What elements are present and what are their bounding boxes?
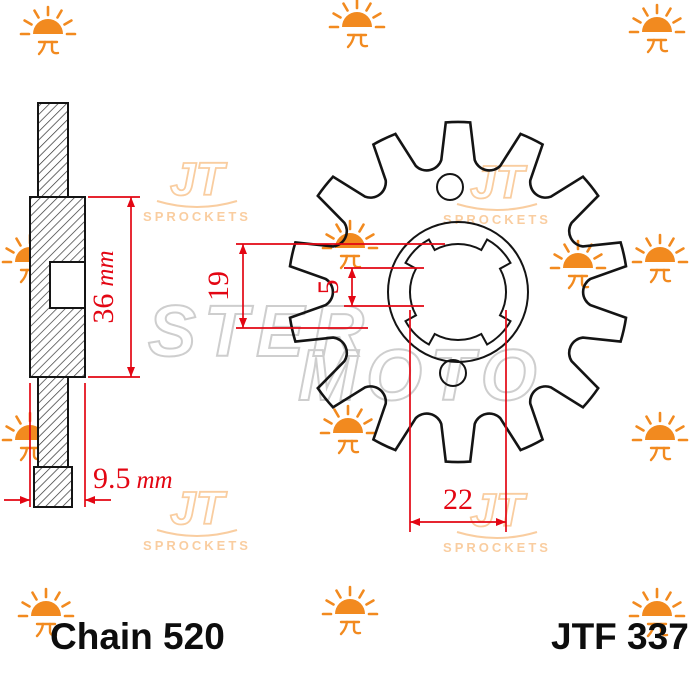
bore-slot-section xyxy=(49,261,86,309)
jt-sun-watermark xyxy=(631,411,689,462)
dimension-5: 5 xyxy=(312,267,424,307)
dimension-19: 19 xyxy=(202,243,445,329)
jt-logo-watermark xyxy=(142,152,252,225)
shaft-bottom-section xyxy=(37,376,69,468)
front-view xyxy=(288,120,628,464)
shaft-end-section xyxy=(33,466,73,508)
dim-5-label: 5 xyxy=(312,280,345,295)
chain-size-label: Chain 520 xyxy=(50,616,225,657)
spline-bore-outline xyxy=(404,238,512,346)
shaft-top-section xyxy=(37,102,69,198)
dim-22-label: 22 xyxy=(443,483,473,516)
jt-sun-watermark xyxy=(19,5,77,56)
dimension-22: 22 xyxy=(409,310,507,532)
caption-layer: Chain 520 JTF 337 xyxy=(50,616,689,657)
jt-sun-watermark xyxy=(321,585,379,636)
jt-sun-watermark xyxy=(549,239,607,290)
dim-36-label: 36mm xyxy=(87,250,120,323)
dimension-36mm: 36mm xyxy=(87,196,140,378)
bolt-hole-bottom xyxy=(439,359,467,387)
side-view xyxy=(29,102,86,508)
center-watermark-line1: STER xyxy=(148,292,372,372)
dim-19-label: 19 xyxy=(202,271,235,301)
center-watermark-line2: MOTO xyxy=(298,336,545,416)
sprocket-teeth-outline xyxy=(288,120,628,464)
jt-sun-watermark xyxy=(628,3,686,54)
jt-sun-watermark xyxy=(328,0,386,49)
jt-sun-watermark xyxy=(631,233,689,284)
part-number-label: JTF 337 xyxy=(551,616,689,657)
bolt-hole-top xyxy=(436,173,464,201)
